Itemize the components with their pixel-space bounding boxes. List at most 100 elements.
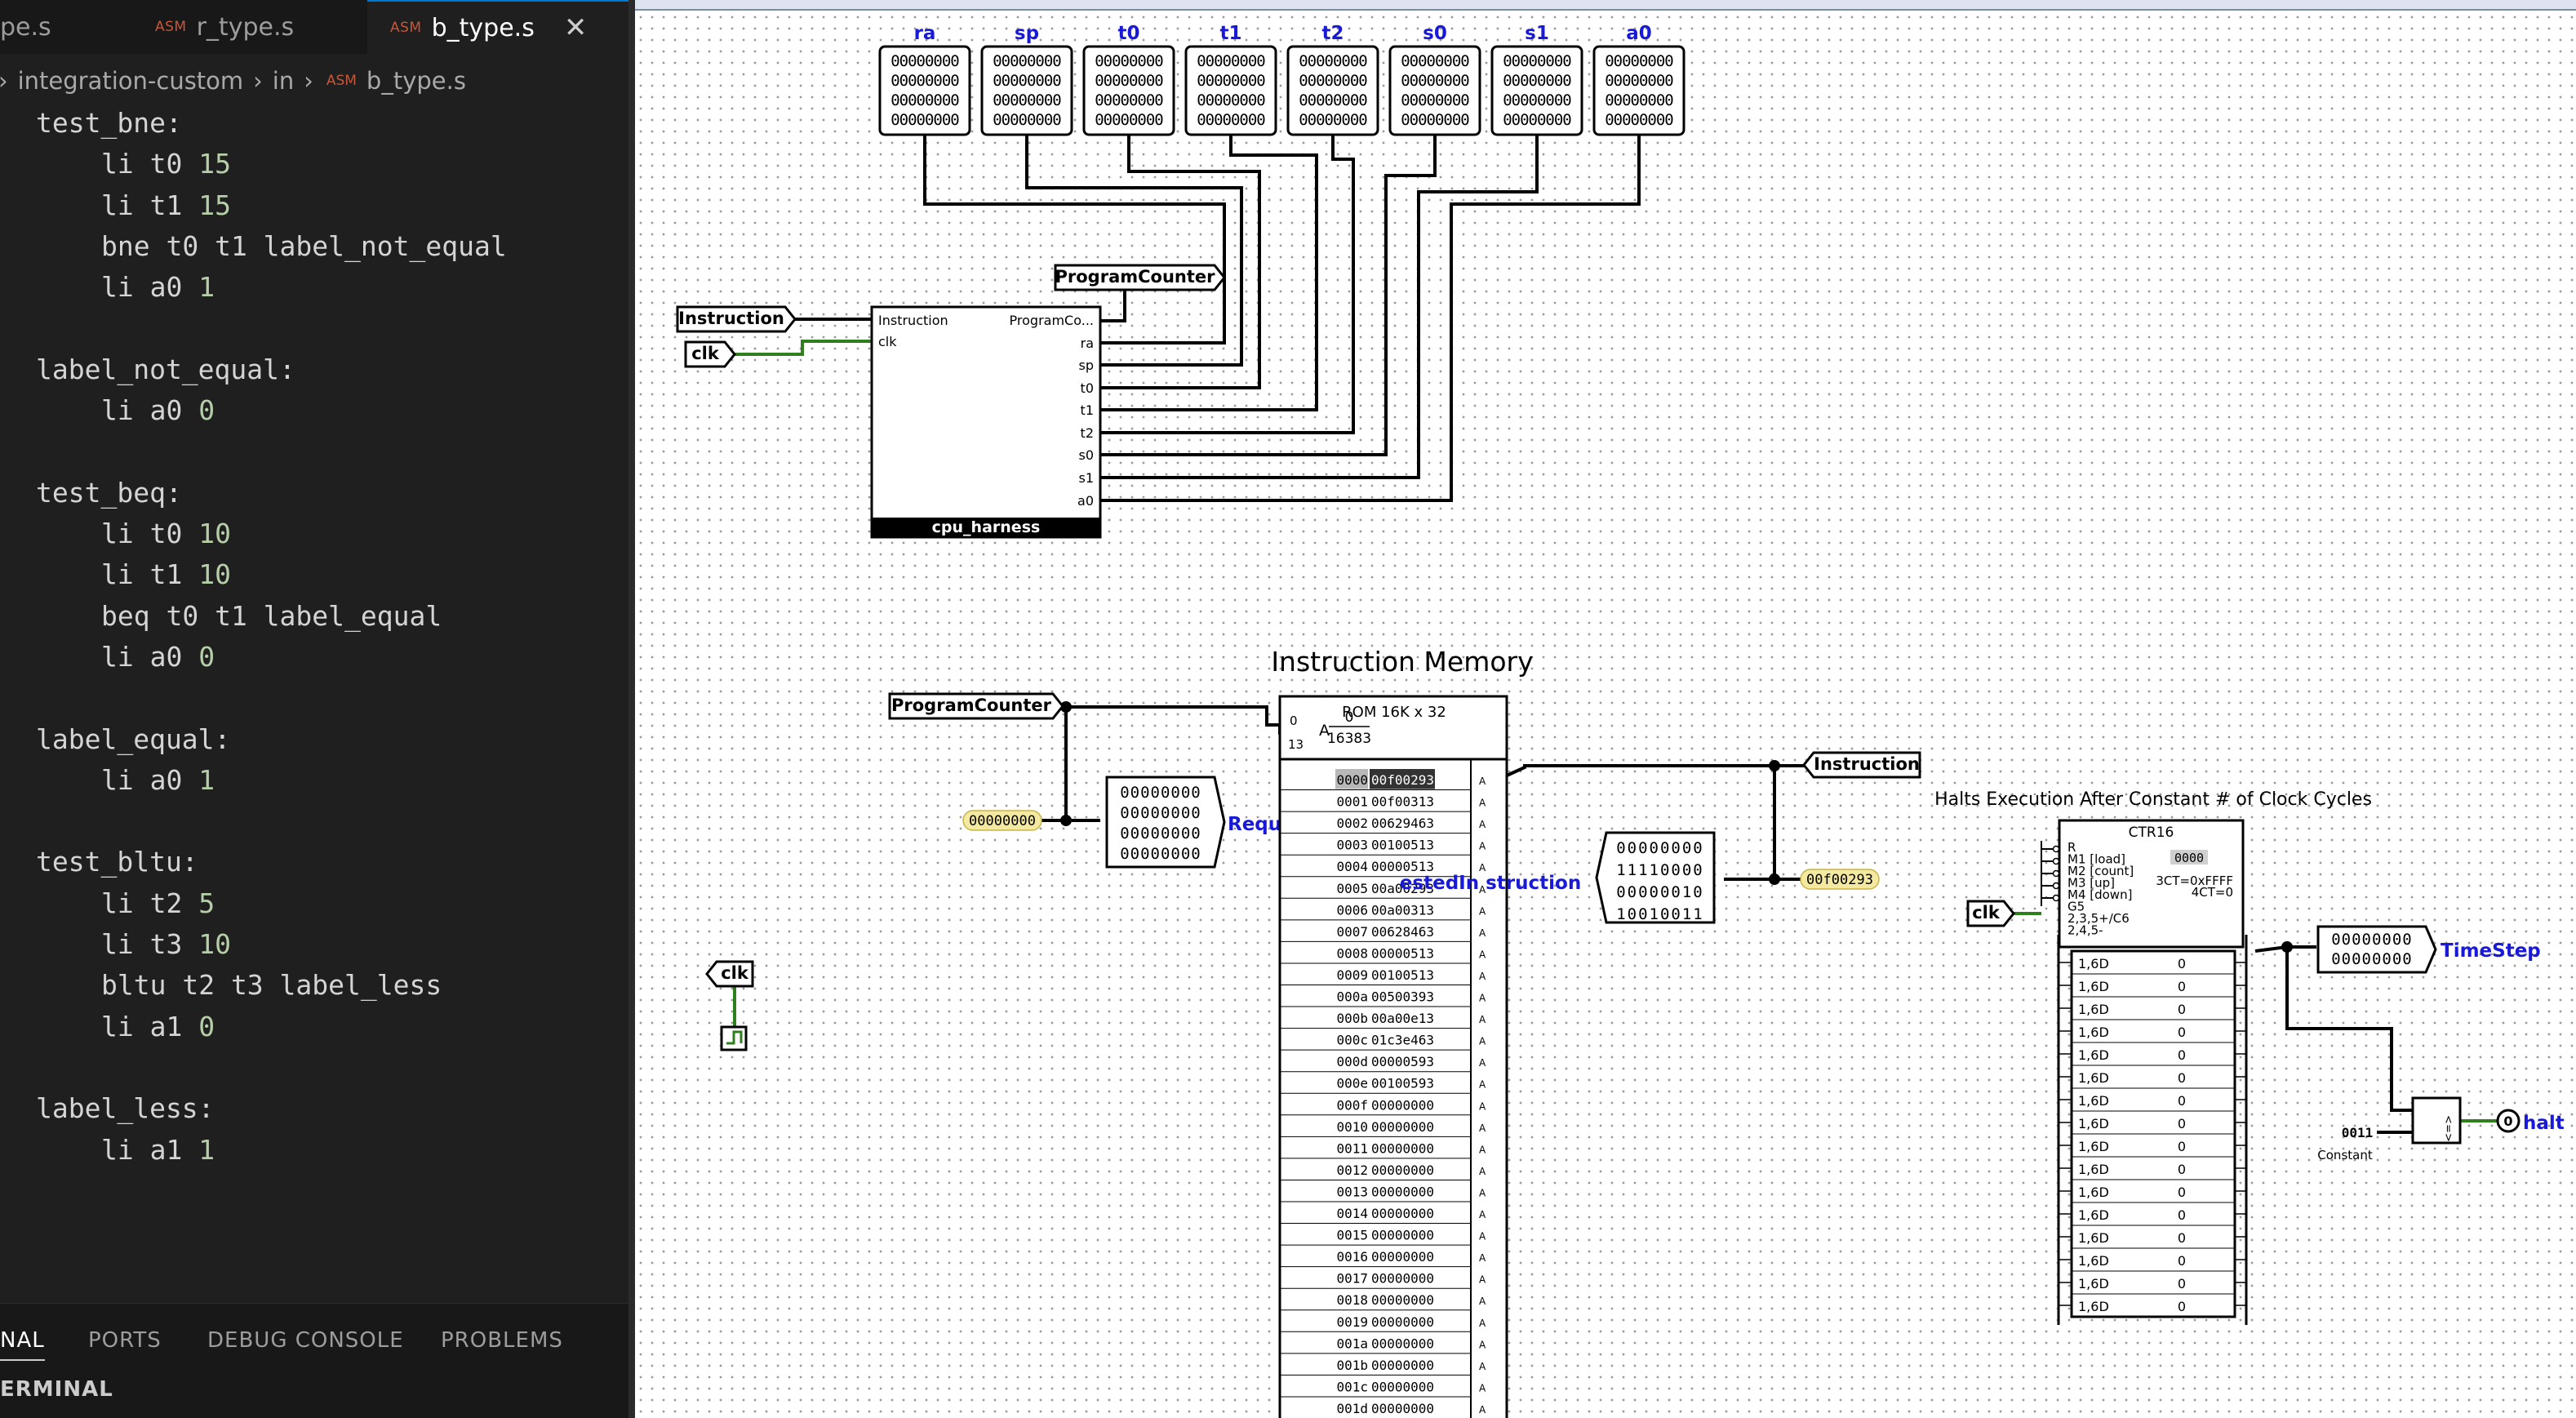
code-line[interactable]: li t1 15	[101, 185, 231, 226]
panel-tab-debug-console[interactable]: DEBUG CONSOLE	[207, 1328, 404, 1353]
program-counter-tunnel[interactable]: ProgramCounter	[1054, 264, 1226, 291]
breadcrumb-file[interactable]: b_type.s	[366, 67, 466, 95]
rom-row-a-mark: A	[1479, 927, 1486, 939]
instruction-tunnel-in[interactable]: Instruction	[676, 305, 797, 333]
code-line[interactable]: li a1 0	[101, 1007, 215, 1047]
comparator-body	[2411, 1096, 2462, 1145]
code-line[interactable]: label_not_equal:	[36, 349, 295, 390]
asm-file-icon: ASM	[390, 20, 422, 36]
rom-row-value: 00000000	[1371, 1336, 1434, 1351]
register-row: 00000000	[993, 111, 1061, 129]
instruction-tunnel-out[interactable]: Instruction	[1802, 751, 1921, 779]
code-line[interactable]: test_bltu:	[36, 842, 198, 882]
panel-tab-problems[interactable]: PROBLEMS	[441, 1328, 563, 1353]
cpu-harness-block[interactable]: cpu_harnessInstructionclkProgramCo...ras…	[870, 305, 1102, 539]
code-line[interactable]: li t0 15	[101, 144, 231, 184]
code-line[interactable]: li a1 1	[101, 1130, 215, 1171]
counter-pin-bubble	[2052, 882, 2060, 890]
code-line[interactable]: beq t0 t1 label_equal	[101, 596, 442, 637]
code-line[interactable]: label_less:	[36, 1088, 215, 1129]
code-line[interactable]: li a0 1	[101, 267, 215, 308]
code-line[interactable]: bltu t2 t3 label_less	[101, 965, 442, 1006]
code-line[interactable]: li t2 5	[101, 883, 215, 924]
rom-row-a-mark: A	[1479, 1079, 1486, 1091]
code-immediate: 1	[182, 271, 215, 304]
instruction-memory[interactable]: Instruction MemoryProgramCounter00000000…	[705, 646, 1921, 1418]
close-icon[interactable]: ✕	[563, 11, 588, 44]
breadcrumb-folder[interactable]: integration-custom	[17, 67, 244, 95]
code-immediate: 1	[182, 763, 215, 796]
code-line[interactable]: li t3 10	[101, 924, 231, 965]
clock-component[interactable]	[720, 1025, 748, 1051]
register-row: 00000000	[1503, 91, 1571, 109]
pane-splitter[interactable]	[628, 0, 635, 1418]
counter-body	[2058, 819, 2245, 949]
register-row: 00000000	[1503, 72, 1571, 90]
rom-row-a-mark: A	[1479, 1036, 1486, 1047]
circuit-diagram[interactable]: ra00000000000000000000000000000000sp0000…	[635, 0, 2576, 1418]
counter-bit-label: 1,6D	[2078, 1002, 2109, 1017]
rom-row-a-mark: A	[1479, 1274, 1486, 1286]
code-line[interactable]: li t0 10	[101, 513, 231, 554]
tab-r-type[interactable]: ASM r_type.s	[155, 0, 294, 54]
tab-prev-file[interactable]: pe.s	[0, 0, 51, 54]
rom-row-a-mark: A	[1479, 993, 1486, 1004]
panel-tab-ports[interactable]: PORTS	[88, 1328, 162, 1353]
code-line[interactable]: label_equal:	[36, 719, 230, 760]
clk-tunnel-in[interactable]: clk	[684, 340, 736, 368]
code-line[interactable]: li t1 10	[101, 554, 231, 595]
counter-bit-label: 1,6D	[2078, 956, 2109, 971]
clk-tunnel-in-shape	[684, 340, 736, 368]
code-line[interactable]: bne t0 t1 label_not_equal	[101, 226, 507, 267]
program-counter-tunnel-rom[interactable]: ProgramCounter	[888, 692, 1064, 720]
code-instruction: li a0	[101, 763, 183, 796]
harness-port-instruction: Instruction	[878, 313, 948, 328]
clk-tunnel-source[interactable]: clk	[705, 960, 754, 988]
counter-control-line: M3 [up]	[2067, 876, 2115, 891]
clk-tunnel-counter[interactable]: clk	[1966, 900, 2015, 927]
code-line[interactable]: li a0 1	[101, 760, 215, 801]
halt-unit[interactable]: Halts Execution After Constant # of Cloc…	[1934, 789, 2565, 1325]
code-line[interactable]: test_beq:	[36, 473, 182, 513]
breadcrumb-folder[interactable]: in	[272, 67, 295, 95]
rom-row-a-mark: A	[1479, 905, 1486, 917]
register-row: 00000000	[1197, 72, 1265, 90]
code-line[interactable]: li a0 0	[101, 390, 215, 431]
code-line[interactable]: test_bne:	[36, 103, 182, 144]
tab-b-type[interactable]: ASM b_type.s ✕	[367, 0, 628, 54]
rom-row-a-mark: A	[1479, 1187, 1486, 1198]
panel-tab-terminal[interactable]: NAL	[0, 1328, 45, 1361]
counter-bit-value: 0	[2178, 1002, 2186, 1017]
code-line[interactable]: li a0 0	[101, 637, 215, 678]
